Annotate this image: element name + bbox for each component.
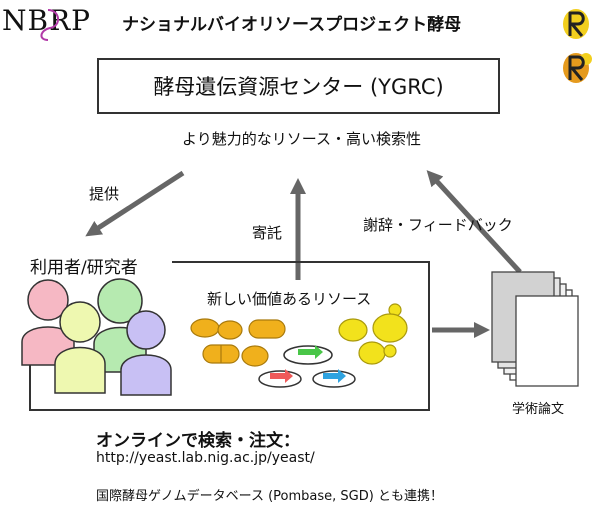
plasmid-icon: [258, 369, 302, 388]
users-region-frame: [29, 261, 430, 411]
provide-label: 提供: [89, 185, 120, 203]
person-icon: [120, 310, 172, 396]
online-search-label: オンラインで検索・注文：: [96, 431, 300, 451]
r-logo-icon: [563, 53, 592, 83]
users-label: 利用者/研究者: [30, 258, 138, 278]
nbrp-logo-swirl-icon: [40, 9, 59, 41]
plasmid-icon: [312, 369, 356, 388]
yeast-cell-icon: [190, 318, 286, 367]
yeast-cell-icon: [338, 303, 408, 365]
provide-arrow-icon: [85, 170, 185, 237]
deposit-label: 寄託: [252, 224, 283, 242]
page-title: ナショナルバイオリソースプロジェクト酵母: [122, 15, 462, 35]
feedback-label: 謝辞・フィードバック: [363, 216, 513, 234]
ygrc-center-box: 酵母遺伝資源センター (YGRC): [97, 58, 500, 114]
feedback-arrow-icon: [426, 170, 522, 274]
ygrc-center-label: 酵母遺伝資源センター (YGRC): [153, 75, 444, 99]
r-logo-icon: [563, 9, 589, 39]
person-icon: [54, 301, 106, 394]
site-url-link[interactable]: http://yeast.lab.nig.ac.jp/yeast/: [96, 450, 315, 466]
attractive-resources-label: より魅力的なリソース・高い検索性: [182, 130, 421, 148]
plasmid-icon: [283, 345, 333, 365]
database-linkage-label: 国際酵母ゲノムデータベース (Pombase, SGD) とも連携！: [96, 489, 443, 504]
new-resources-label: 新しい価値あるリソース: [207, 290, 372, 308]
nbrp-logo: NBRP: [2, 4, 91, 37]
papers-label: 学術論文: [512, 402, 565, 417]
document-stack-icon: [491, 271, 579, 387]
